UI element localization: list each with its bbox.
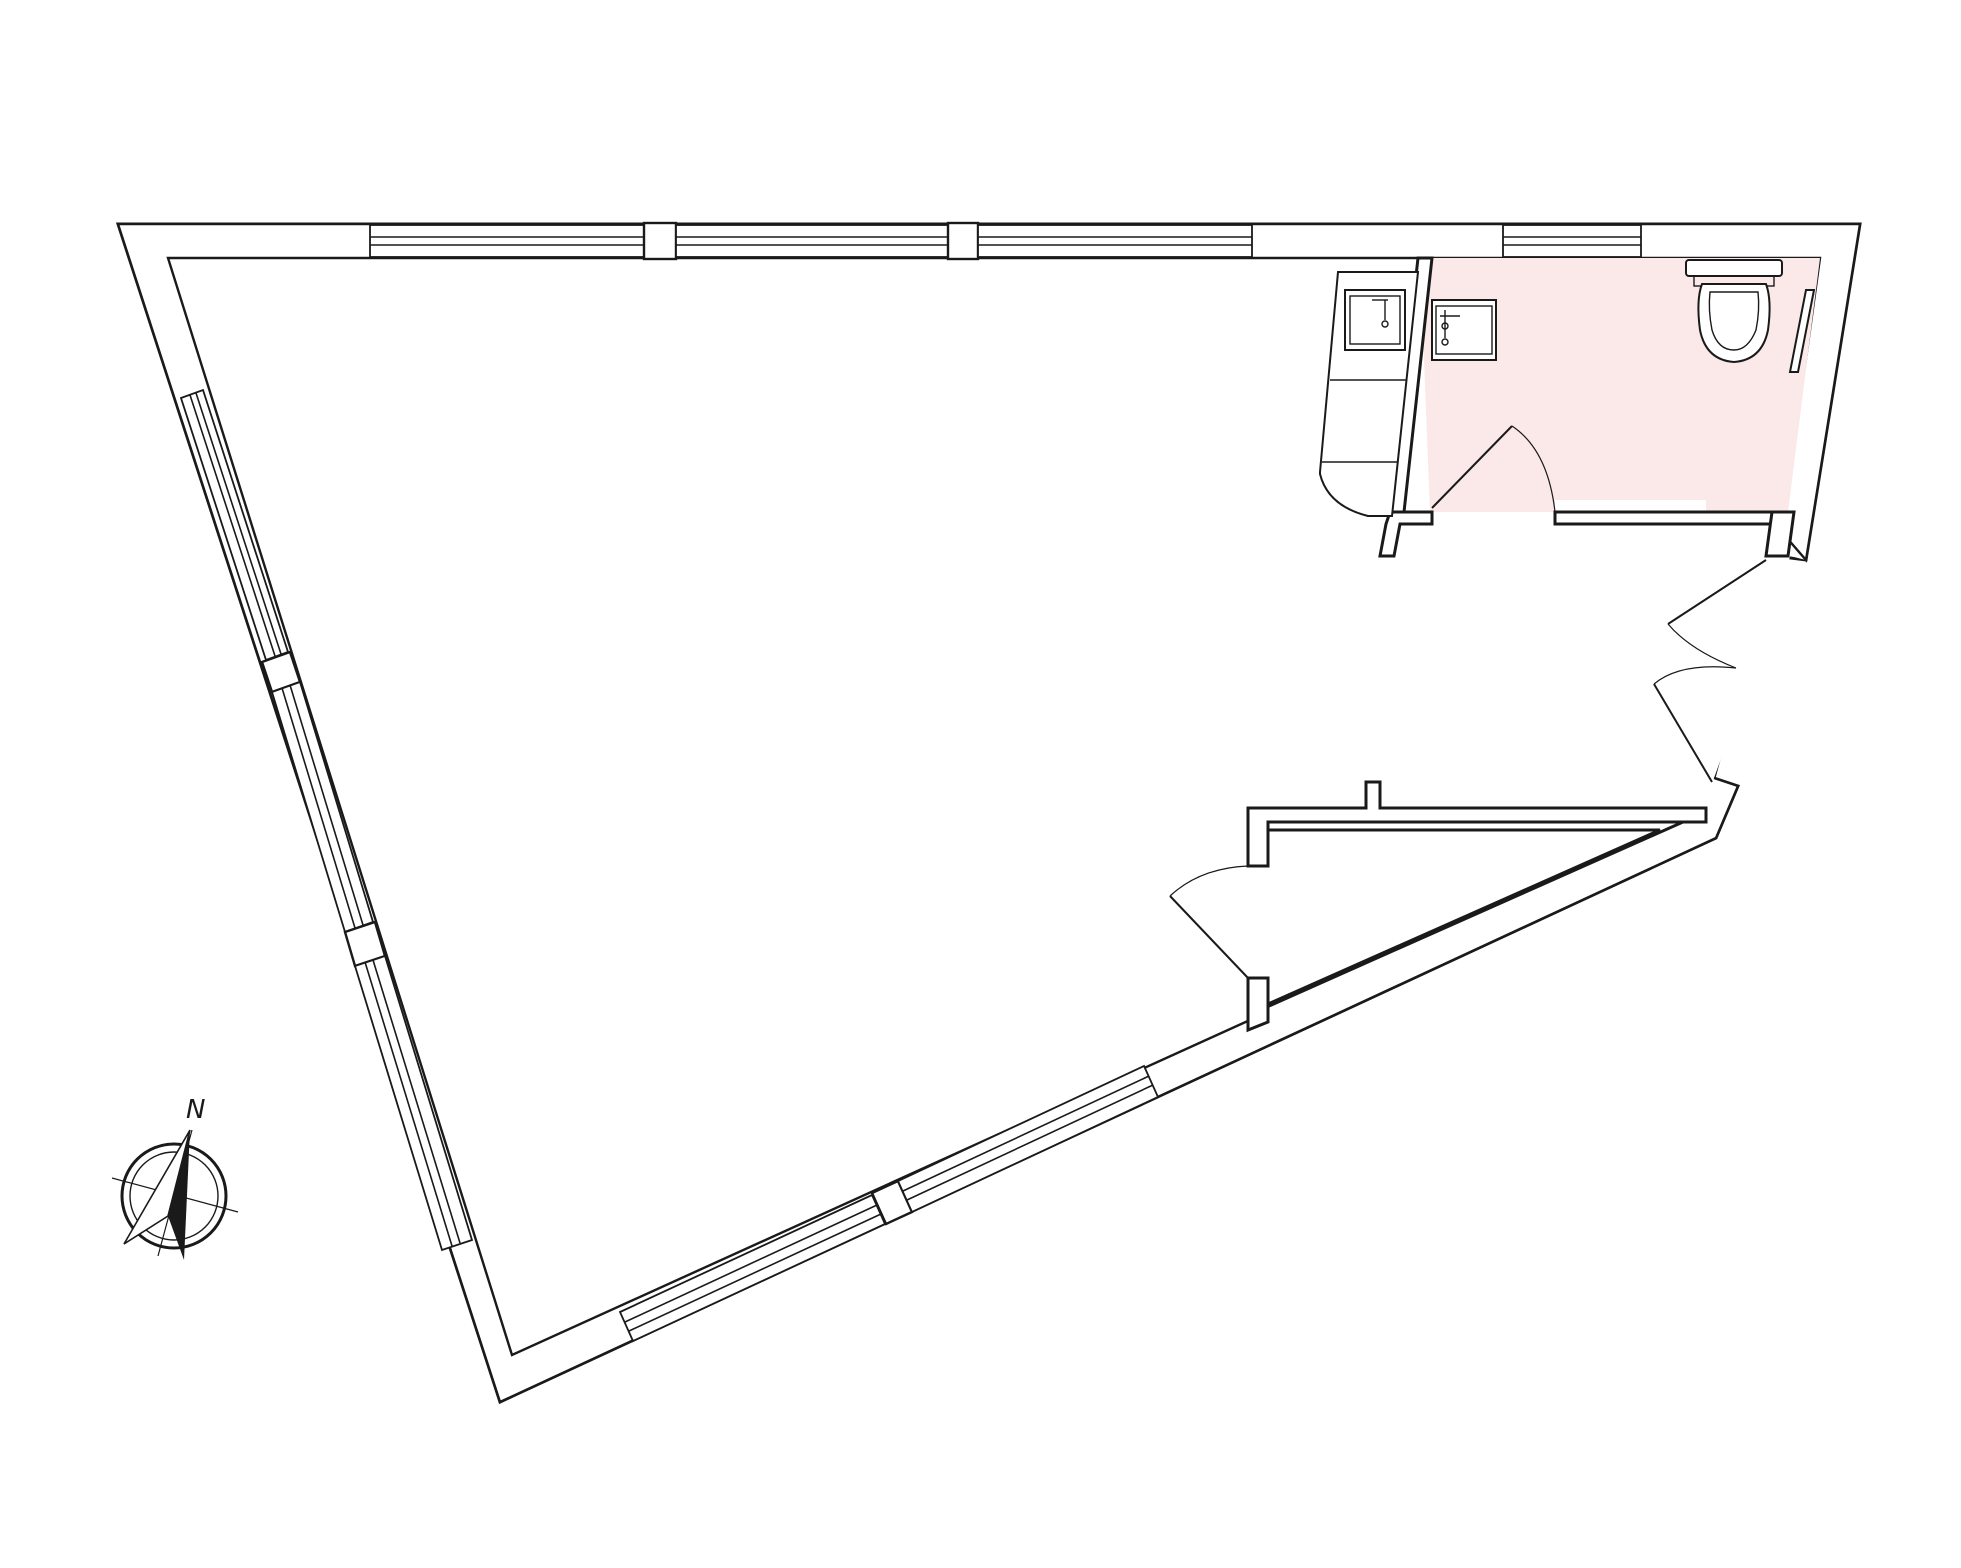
- entry-door[interactable]: [1653, 559, 1767, 783]
- storage-door[interactable]: [1169, 865, 1249, 979]
- north-arrow-icon: [168, 1130, 190, 1260]
- handrail-icon: [1788, 289, 1816, 373]
- left-windows: [179, 388, 474, 1252]
- compass: N: [111, 1095, 239, 1260]
- top-windows: [369, 221, 1642, 261]
- interior-floor: [168, 258, 1820, 1355]
- washbasin-icon: [1431, 299, 1497, 361]
- storage-room-walls: [1246, 780, 1708, 1033]
- kitchen-counter: [1319, 271, 1420, 517]
- bathroom-door[interactable]: [1431, 425, 1556, 513]
- bottom-windows: [618, 1064, 1160, 1343]
- kitchen-sink-icon: [1344, 289, 1406, 351]
- bathroom-walls: [1378, 256, 1796, 558]
- toilet-icon: [1685, 259, 1783, 364]
- compass-north-label: N: [186, 1095, 205, 1125]
